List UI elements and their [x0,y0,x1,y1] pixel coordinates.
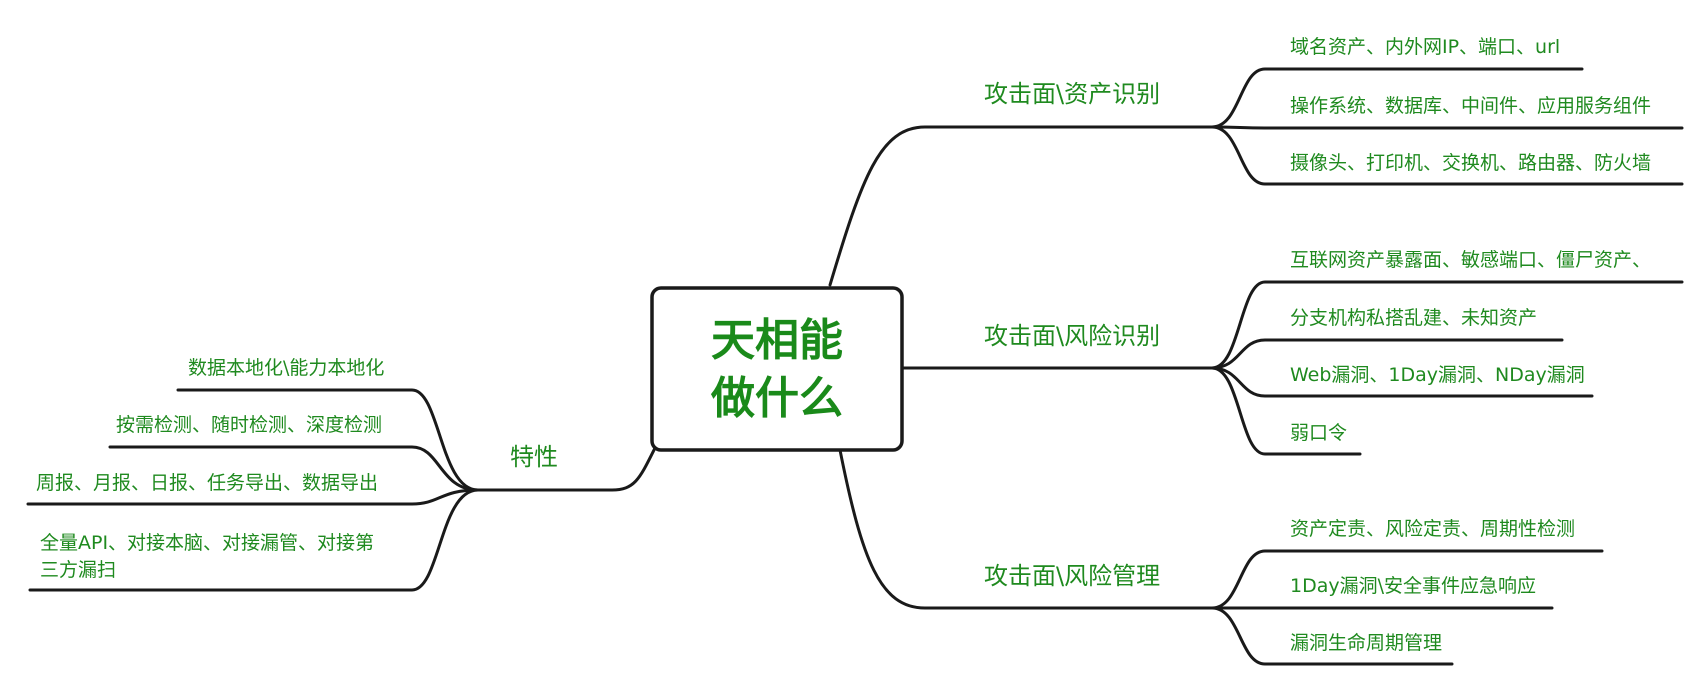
branch-label-risk-identification[interactable]: 攻击面\风险识别 [984,322,1160,350]
leaf-asset-1[interactable]: 域名资产、内外网IP、端口、url [1290,36,1560,58]
branch-label-asset-identification[interactable]: 攻击面\资产识别 [984,80,1160,108]
connector-risk-id-leaf-2 [1210,338,1564,370]
leaf-risk-id-3[interactable]: Web漏洞、1Day漏洞、NDay漏洞 [1290,364,1585,386]
leaf-risk-mgmt-2[interactable]: 1Day漏洞\安全事件应急响应 [1290,575,1536,597]
connector-features-leaf-3 [26,488,480,506]
leaf-features-2[interactable]: 按需检测、随时检测、深度检测 [116,414,382,436]
connector-risk-id-leaf-1 [1210,280,1684,370]
leaf-features-1[interactable]: 数据本地化\能力本地化 [188,357,384,379]
connector-center-risk-management [838,448,1214,610]
center-node-box[interactable] [650,286,904,452]
leaf-risk-mgmt-1[interactable]: 资产定责、风险定责、周期性检测 [1290,518,1575,540]
connector-features-leaf-2 [108,445,480,492]
leaf-asset-2[interactable]: 操作系统、数据库、中间件、应用服务组件 [1290,95,1651,117]
branch-label-risk-management[interactable]: 攻击面\风险管理 [984,562,1160,590]
leaf-features-3[interactable]: 周报、月报、日报、任务导出、数据导出 [36,472,378,494]
center-title-line-1: 天相能 [711,315,843,366]
connector-risk-mgmt-leaf-1 [1210,549,1604,610]
leaf-features-4-line-1[interactable]: 全量API、对接本脑、对接漏管、对接第 [40,532,374,554]
connector-risk-id-leaf-3 [1210,366,1594,398]
leaf-risk-id-2[interactable]: 分支机构私搭乱建、未知资产 [1290,307,1537,329]
connector-asset-leaf-3 [1210,125,1684,186]
leaf-risk-id-4[interactable]: 弱口令 [1290,422,1347,444]
connector-asset-leaf-1 [1210,67,1584,129]
branch-label-features[interactable]: 特性 [510,443,558,471]
connector-features-leaf-1 [176,388,480,492]
connector-center-features [476,446,657,492]
center-title-line-2: 做什么 [710,373,843,424]
connector-risk-mgmt-leaf-3 [1210,606,1454,666]
leaf-risk-id-1[interactable]: 互联网资产暴露面、敏感端口、僵尸资产、 [1290,249,1651,271]
connector-asset-leaf-2 [1210,125,1684,130]
connector-features-leaf-4 [28,488,480,592]
connector-center-asset-identification [828,125,1214,287]
leaf-asset-3[interactable]: 摄像头、打印机、交换机、路由器、防火墙 [1290,152,1651,174]
connector-risk-id-leaf-4 [1210,366,1362,456]
leaf-risk-mgmt-3[interactable]: 漏洞生命周期管理 [1290,632,1442,654]
leaf-features-4-line-2[interactable]: 三方漏扫 [40,559,116,581]
